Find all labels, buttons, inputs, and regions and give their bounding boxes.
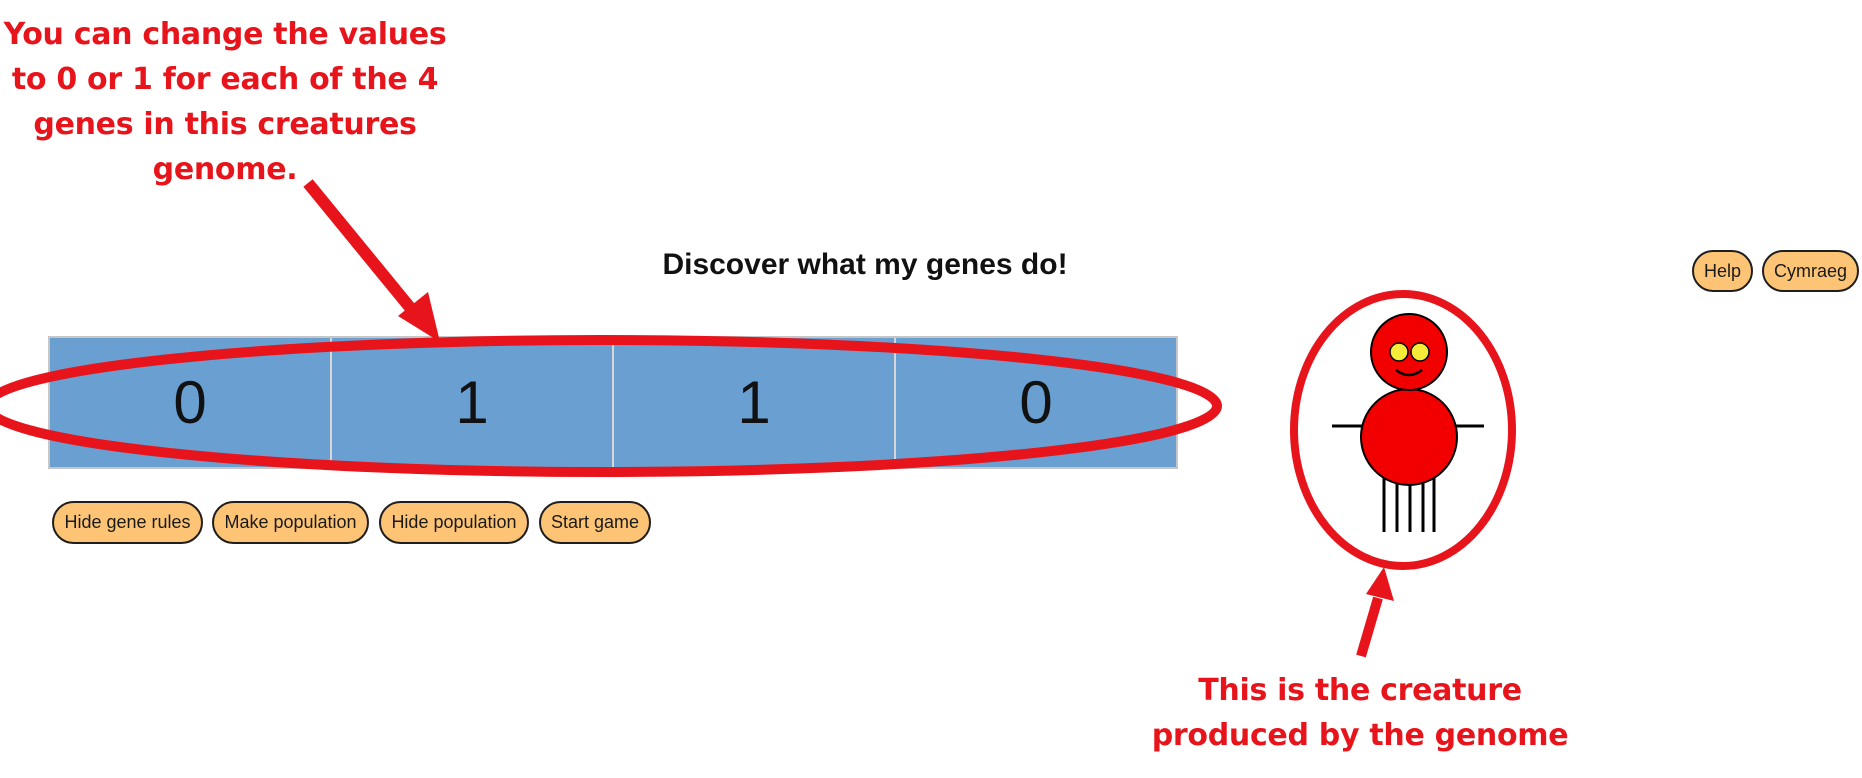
gene-cell-3[interactable]: 1 bbox=[614, 338, 896, 467]
annotation-line: genes in this creatures bbox=[33, 107, 417, 142]
annotation-arrow-bottom bbox=[1356, 567, 1394, 658]
annotation-creature-description: This is the creature produced by the gen… bbox=[1140, 668, 1580, 758]
annotation-line: genome. bbox=[152, 152, 298, 187]
gene-cell-2[interactable]: 1 bbox=[332, 338, 614, 467]
genome-row: 0 1 1 0 bbox=[48, 336, 1178, 469]
help-button[interactable]: Help bbox=[1692, 250, 1753, 292]
red-round-creature-icon bbox=[1332, 313, 1484, 532]
annotation-line: produced by the genome bbox=[1151, 718, 1569, 753]
start-game-button[interactable]: Start game bbox=[539, 501, 651, 544]
make-population-button[interactable]: Make population bbox=[212, 501, 369, 544]
gene-cell-1[interactable]: 0 bbox=[50, 338, 332, 467]
annotation-ellipse-creature bbox=[1290, 290, 1516, 570]
hide-gene-rules-button[interactable]: Hide gene rules bbox=[52, 501, 203, 544]
page-title: Discover what my genes do! bbox=[662, 248, 1068, 281]
annotation-arrow-top bbox=[303, 179, 440, 342]
annotation-line: This is the creature bbox=[1198, 673, 1522, 708]
annotation-line: to 0 or 1 for each of the 4 bbox=[11, 62, 439, 97]
hide-population-button[interactable]: Hide population bbox=[379, 501, 529, 544]
annotation-genome-instructions: You can change the values to 0 or 1 for … bbox=[0, 12, 450, 192]
language-cymraeg-button[interactable]: Cymraeg bbox=[1762, 250, 1859, 292]
annotation-line: You can change the values bbox=[3, 17, 447, 52]
gene-cell-4[interactable]: 0 bbox=[1019, 369, 1053, 436]
